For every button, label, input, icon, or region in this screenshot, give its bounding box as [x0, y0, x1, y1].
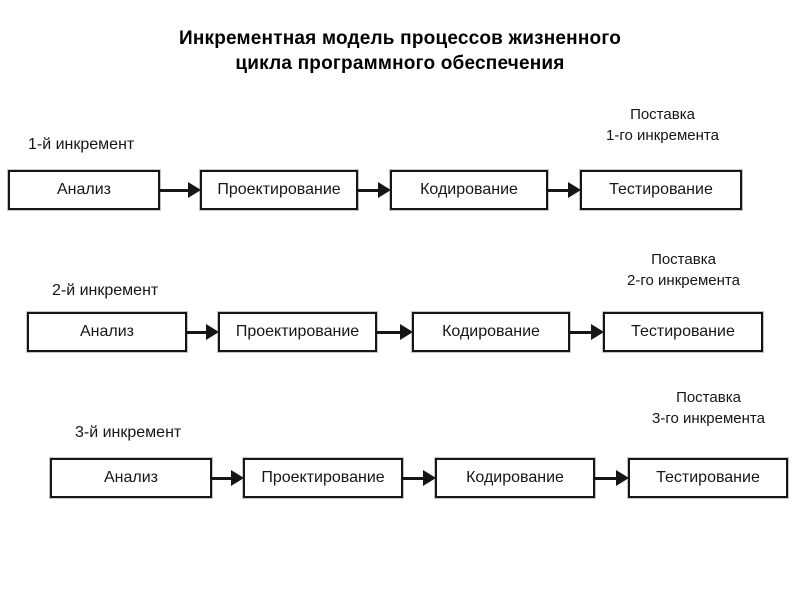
- arrow-shaft: [358, 188, 379, 192]
- flow-arrow: [595, 458, 629, 498]
- delivery-label-line1: Поставка: [651, 251, 716, 268]
- arrow-shaft: [403, 476, 424, 480]
- flow-arrow: [212, 458, 244, 498]
- arrow-shaft: [187, 330, 207, 334]
- process-box-label: Кодирование: [442, 323, 540, 340]
- diagram-title: Инкрементная модель процессов жизненного…: [0, 26, 800, 76]
- process-box-label: Кодирование: [466, 469, 564, 486]
- delivery-label-line2: 1-го инкремента: [606, 127, 719, 144]
- arrow-shaft: [548, 188, 569, 192]
- arrow-head-icon: [400, 324, 413, 340]
- delivery-label-line2: 2-го инкремента: [627, 272, 740, 289]
- flow-arrow: [570, 312, 604, 352]
- flow-arrow: [160, 170, 201, 210]
- process-box-label: Кодирование: [420, 181, 518, 198]
- process-box-testing: Тестирование: [603, 312, 763, 352]
- delivery-label-line1: Поставка: [676, 389, 741, 406]
- delivery-label: Поставка 2-го инкремента: [596, 249, 771, 291]
- arrow-shaft: [160, 188, 189, 192]
- increment-label: 3-й инкремент: [75, 424, 182, 441]
- process-box-design: Проектирование: [200, 170, 358, 210]
- arrow-head-icon: [568, 182, 581, 198]
- flow-arrow: [548, 170, 581, 210]
- delivery-label: Поставка 1-го инкремента: [575, 104, 750, 146]
- delivery-label-line2: 3-го инкремента: [652, 410, 765, 427]
- diagram-title-line2: цикла программного обеспечения: [235, 53, 565, 74]
- flow-arrow: [358, 170, 391, 210]
- arrow-shaft: [595, 476, 617, 480]
- flow-arrow: [403, 458, 436, 498]
- process-box-label: Проектирование: [217, 181, 341, 198]
- increment-label: 2-й инкремент: [52, 282, 159, 299]
- arrow-head-icon: [616, 470, 629, 486]
- delivery-label-line1: Поставка: [630, 106, 695, 123]
- process-box-label: Анализ: [79, 323, 134, 340]
- process-box-analysis: Анализ: [27, 312, 187, 352]
- process-box-coding: Кодирование: [412, 312, 570, 352]
- process-box-design: Проектирование: [218, 312, 377, 352]
- diagram-title-line1: Инкрементная модель процессов жизненного: [178, 28, 622, 49]
- process-box-analysis: Анализ: [50, 458, 212, 498]
- process-box-label: Тестирование: [656, 469, 760, 486]
- delivery-label: Поставка 3-го инкремента: [621, 387, 796, 429]
- process-box-label: Тестирование: [609, 181, 713, 198]
- process-box-label: Анализ: [103, 469, 158, 486]
- process-box-analysis: Анализ: [8, 170, 160, 210]
- process-box-testing: Тестирование: [628, 458, 788, 498]
- arrow-shaft: [377, 330, 401, 334]
- increment-label: 1-й инкремент: [28, 136, 135, 153]
- process-box-design: Проектирование: [243, 458, 403, 498]
- arrow-head-icon: [378, 182, 391, 198]
- flow-arrow: [377, 312, 413, 352]
- arrow-head-icon: [423, 470, 436, 486]
- arrow-head-icon: [231, 470, 244, 486]
- arrow-head-icon: [188, 182, 201, 198]
- process-box-label: Проектирование: [261, 469, 385, 486]
- process-box-testing: Тестирование: [580, 170, 742, 210]
- arrow-shaft: [212, 476, 232, 480]
- arrow-head-icon: [206, 324, 219, 340]
- arrow-head-icon: [591, 324, 604, 340]
- process-box-coding: Кодирование: [390, 170, 548, 210]
- flow-arrow: [187, 312, 219, 352]
- arrow-shaft: [570, 330, 592, 334]
- process-box-coding: Кодирование: [435, 458, 595, 498]
- process-box-label: Проектирование: [235, 323, 360, 340]
- process-box-label: Анализ: [56, 181, 111, 198]
- process-box-label: Тестирование: [631, 323, 735, 340]
